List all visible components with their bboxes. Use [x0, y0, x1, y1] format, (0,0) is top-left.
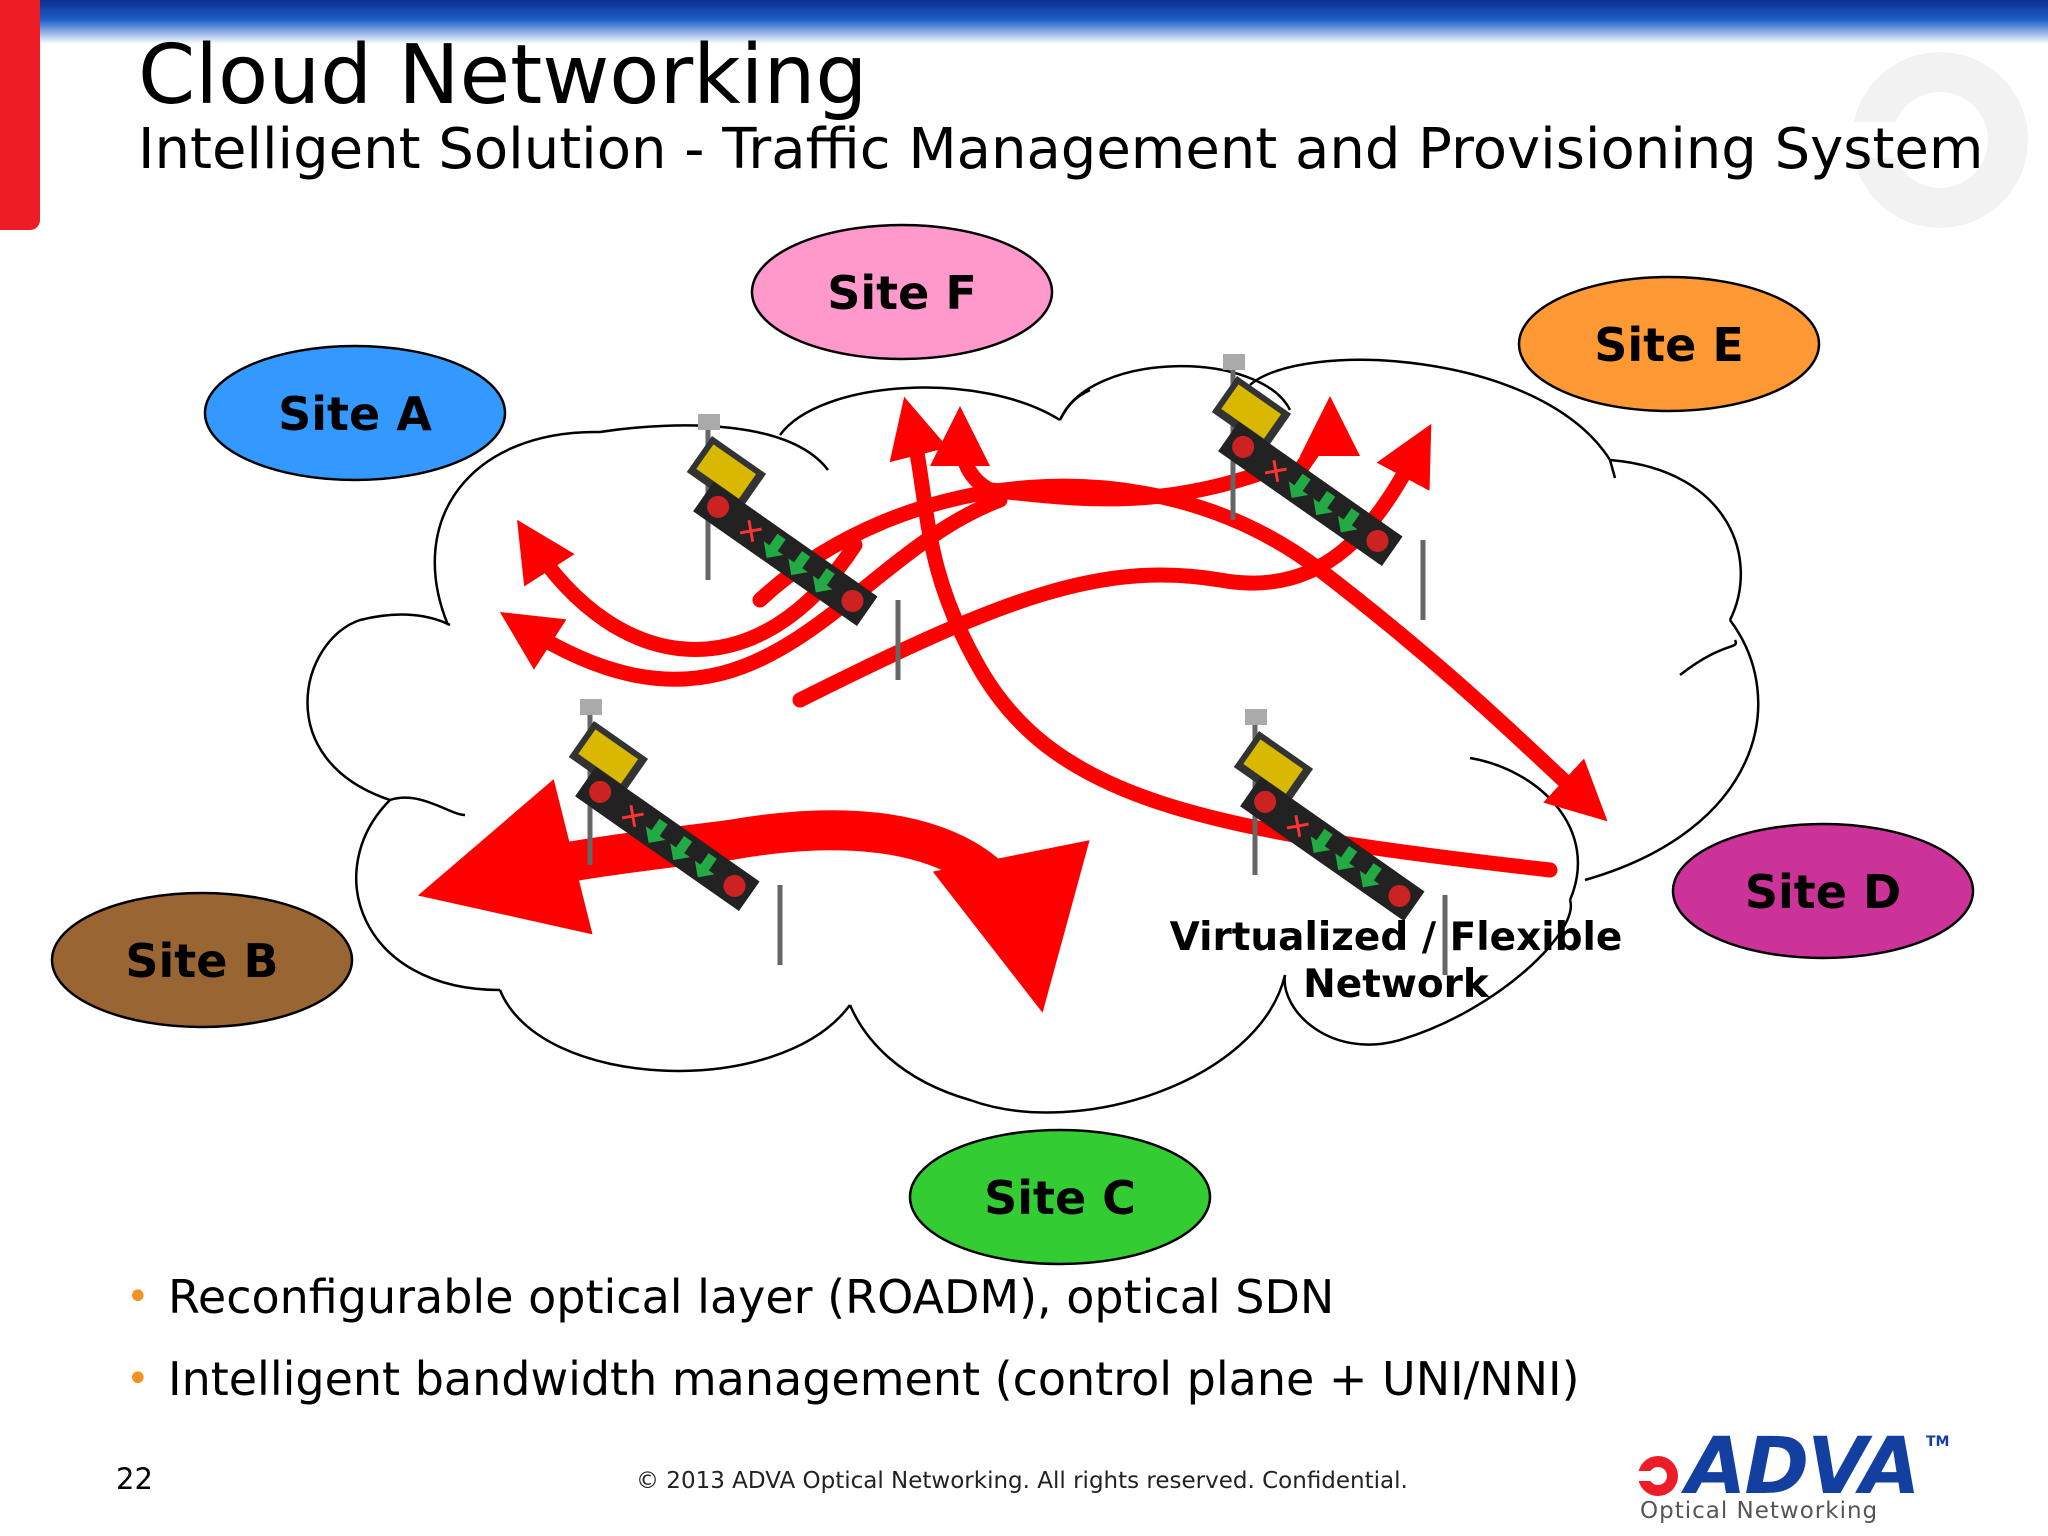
bullet-item: • Reconfigurable optical layer (ROADM), …: [120, 1268, 1580, 1326]
traffic-arrows: [417, 396, 1608, 1013]
site-b-label: Site B: [125, 934, 278, 988]
logo-tagline: Optical Networking: [1640, 1498, 1879, 1524]
bullet-item: • Intelligent bandwidth management (cont…: [120, 1350, 1580, 1408]
slide-title: Cloud Networking: [138, 28, 868, 123]
watermark-logo-icon: [1840, 52, 2028, 228]
site-d-label: Site D: [1745, 865, 1901, 919]
slide-subtitle: Intelligent Solution - Traffic Managemen…: [138, 117, 1984, 182]
site-d-ellipse: [1671, 822, 1975, 960]
page-number: 22: [116, 1462, 153, 1496]
arrow-to-site-d-upper: [752, 478, 1608, 822]
logo-brand: ADVA: [1686, 1422, 1921, 1512]
site-d: Site D: [1671, 822, 1975, 960]
copyright-footer: © 2013 ADVA Optical Networking. All righ…: [636, 1468, 1408, 1494]
site-c-ellipse: [908, 1128, 1212, 1266]
site-b: Site B: [50, 891, 354, 1029]
bullet-dot-icon: •: [126, 1356, 150, 1402]
top-banner: [0, 0, 2048, 44]
bullet-list: • Reconfigurable optical layer (ROADM), …: [120, 1268, 1580, 1432]
logo-trademark: TM: [1926, 1434, 1950, 1450]
network-label-line1: Virtualized / Flexible: [1170, 915, 1623, 960]
site-a: Site A: [203, 344, 507, 482]
site-c-label: Site C: [984, 1171, 1136, 1225]
arrow-to-site-f-second: [930, 406, 1278, 507]
adva-logo: ADVA TM Optical Networking: [1630, 1424, 1960, 1528]
site-a-ellipse: [203, 344, 507, 482]
bullet-text: Intelligent bandwidth management (contro…: [168, 1352, 1580, 1406]
bullet-text: Reconfigurable optical layer (ROADM), op…: [168, 1270, 1335, 1324]
site-b-ellipse: [50, 891, 354, 1029]
adva-logo-mark-icon: [1636, 1456, 1678, 1496]
site-e-label: Site E: [1594, 318, 1744, 372]
site-f-ellipse: [750, 223, 1054, 361]
site-c: Site C: [908, 1128, 1212, 1266]
network-label-line2: Network: [1303, 962, 1490, 1007]
arrow-to-site-c: [710, 810, 1090, 1013]
site-f: Site F: [750, 223, 1054, 361]
cloud-outline: [306, 358, 1760, 1114]
site-a-label: Site A: [278, 387, 432, 441]
site-e: Site E: [1517, 275, 1821, 413]
red-side-tab: [0, 0, 40, 230]
arrow-to-site-e-upper: [1292, 396, 1360, 478]
site-e-ellipse: [1517, 275, 1821, 413]
bullet-dot-icon: •: [126, 1274, 150, 1320]
site-f-label: Site F: [827, 266, 977, 320]
